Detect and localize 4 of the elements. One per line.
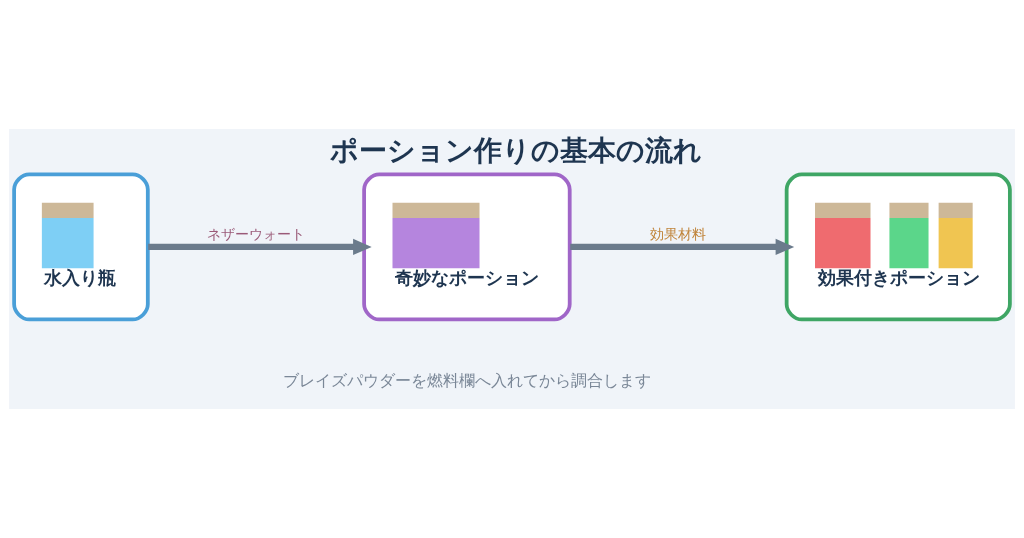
caption: ブレイズパウダーを燃料欄へ入れてから調合します xyxy=(282,370,651,390)
edge-label: 効果材料 xyxy=(650,226,707,243)
diagram-title: ポーション作りの基本の流れ xyxy=(329,134,702,168)
edge-label: ネザーウォート xyxy=(206,226,305,243)
